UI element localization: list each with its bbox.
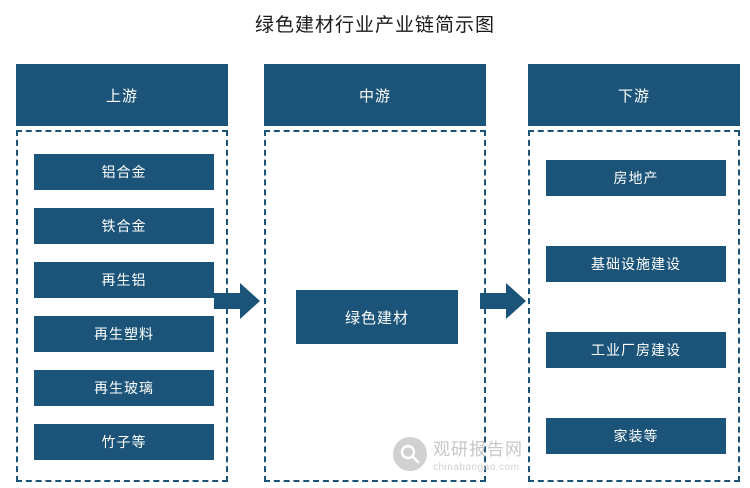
midstream-header: 中游 <box>264 64 486 126</box>
downstream-item-4[interactable]: 家装等 <box>546 418 726 454</box>
downstream-column: 下游 房地产 基础设施建设 工业厂房建设 家装等 <box>528 64 740 482</box>
upstream-item-5[interactable]: 再生玻璃 <box>34 370 214 406</box>
arrow-midstream-to-downstream-icon <box>480 283 526 319</box>
watermark: 观研报告网 chinabaogao.com <box>393 430 623 478</box>
upstream-item-3[interactable]: 再生铝 <box>34 262 214 298</box>
midstream-column: 中游 绿色建材 <box>264 64 486 482</box>
upstream-column: 上游 铝合金 铁合金 再生铝 再生塑料 再生玻璃 竹子等 <box>16 64 228 482</box>
upstream-item-1[interactable]: 铝合金 <box>34 154 214 190</box>
upstream-body: 铝合金 铁合金 再生铝 再生塑料 再生玻璃 竹子等 <box>16 130 228 482</box>
watermark-url: chinabaogao.com <box>433 462 520 473</box>
watermark-name: 观研报告网 <box>433 440 523 459</box>
downstream-header: 下游 <box>528 64 740 126</box>
downstream-item-3[interactable]: 工业厂房建设 <box>546 332 726 368</box>
downstream-body: 房地产 基础设施建设 工业厂房建设 家装等 <box>528 130 740 482</box>
upstream-item-2[interactable]: 铁合金 <box>34 208 214 244</box>
magnifier-icon <box>393 437 427 471</box>
upstream-item-6[interactable]: 竹子等 <box>34 424 214 460</box>
midstream-body: 绿色建材 <box>264 130 486 482</box>
upstream-header: 上游 <box>16 64 228 126</box>
downstream-item-1[interactable]: 房地产 <box>546 160 726 196</box>
page-title: 绿色建材行业产业链简示图 <box>254 15 495 36</box>
arrow-upstream-to-midstream-icon <box>214 283 260 319</box>
downstream-item-2[interactable]: 基础设施建设 <box>546 246 726 282</box>
upstream-item-4[interactable]: 再生塑料 <box>34 316 214 352</box>
midstream-item-1[interactable]: 绿色建材 <box>296 290 458 344</box>
